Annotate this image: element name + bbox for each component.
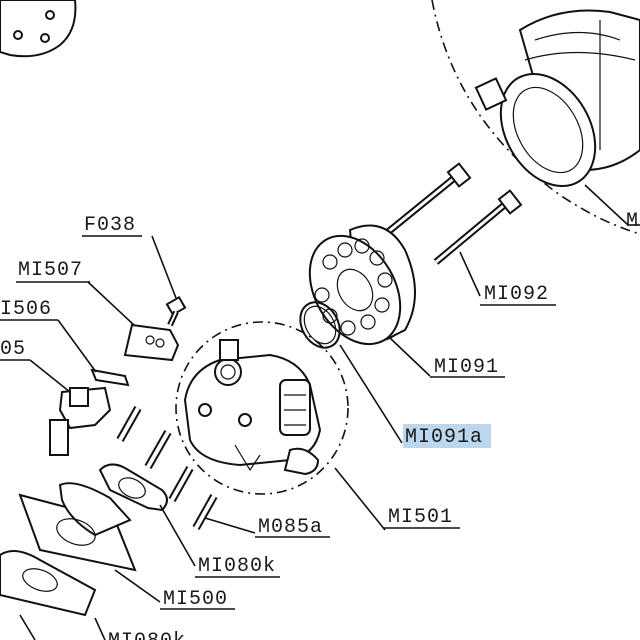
housing-cylinder [474, 9, 640, 188]
flange-fragment [0, 0, 77, 58]
label-mi092: MI092 [484, 283, 549, 306]
label-m085a: M085a [258, 516, 323, 539]
carburetor-mi501 [183, 339, 322, 476]
label-highlight [403, 424, 491, 448]
label-mi500: MI500 [163, 588, 228, 611]
gasket-lower-fragment [0, 550, 97, 617]
short-bolts [116, 406, 218, 530]
label-mi091a: MI091a [405, 426, 483, 449]
cylinder-block-mi091 [308, 224, 416, 346]
label-underlines [0, 235, 556, 610]
label-f038: F038 [84, 214, 136, 237]
label-mi091: MI091 [434, 356, 499, 379]
bolt-mi092-upper [380, 162, 472, 239]
label-mi501: MI501 [388, 506, 453, 529]
label-mi080k-top: MI080k [198, 555, 276, 578]
label-m-edge: M [626, 210, 639, 233]
manifold-mi500 [18, 482, 137, 572]
injector-mi505 [49, 386, 112, 456]
label-mi506: I506 [0, 298, 52, 321]
clip-mi506 [90, 368, 130, 387]
detail-circle-mi501 [175, 321, 349, 495]
bolt-mi092-lower [433, 189, 523, 265]
label-mi507: MI507 [18, 259, 83, 282]
screw-f038 [165, 295, 187, 327]
bracket-mi507 [123, 323, 180, 362]
label-mi505: 05 [0, 338, 26, 361]
label-mi080k-bottom: MI080k [108, 630, 186, 640]
